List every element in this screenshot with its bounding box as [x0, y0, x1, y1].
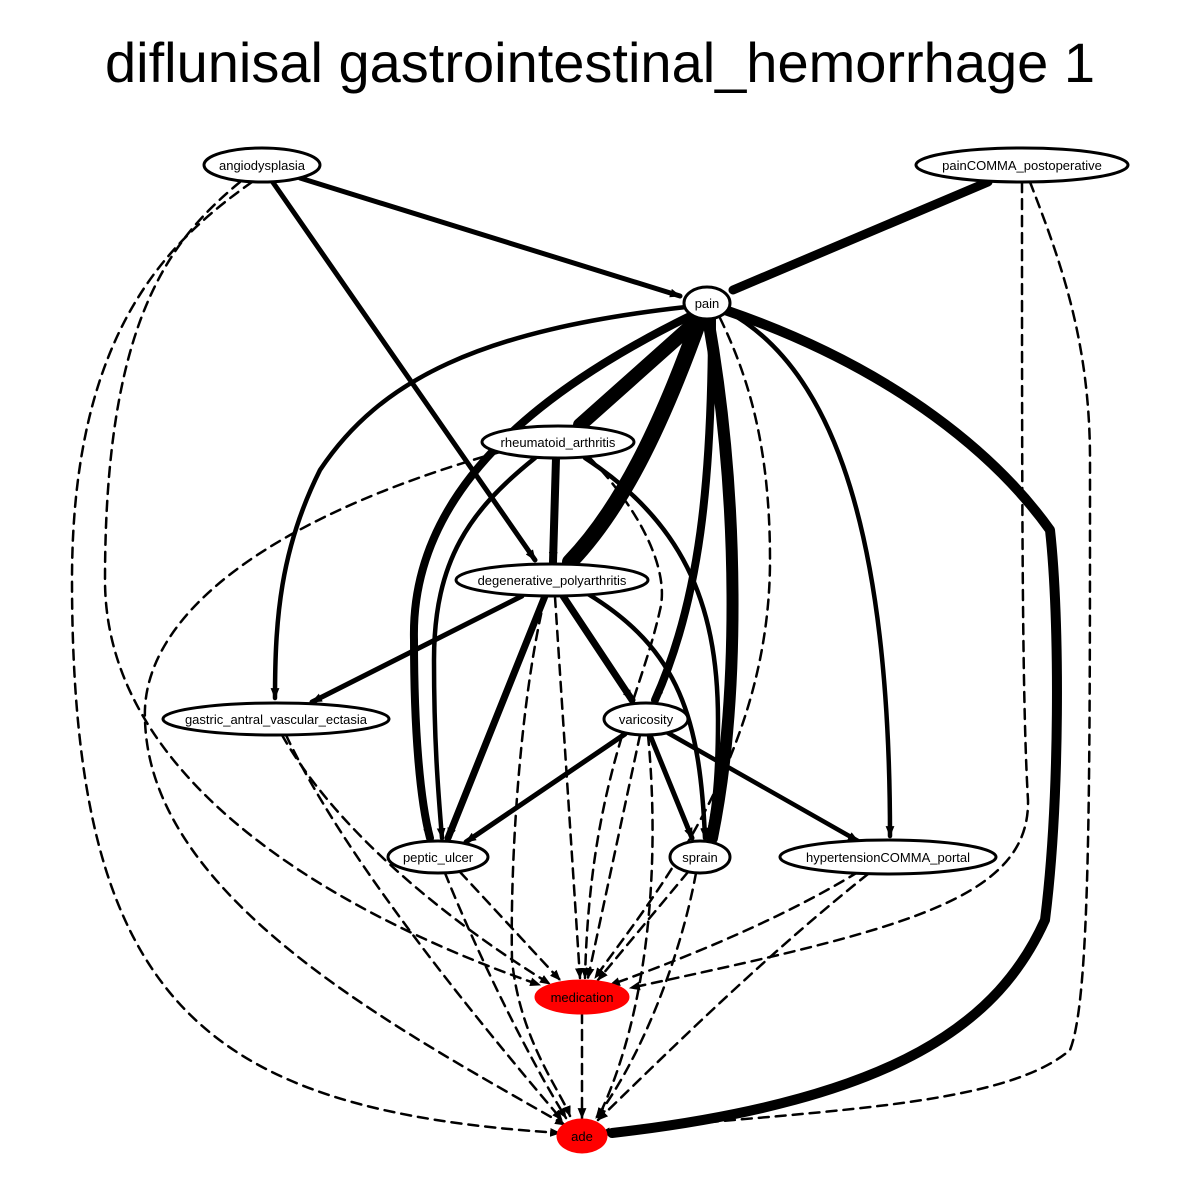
node-shape-hypertensionCOMMA_portal	[778, 838, 998, 876]
node-label-pain: pain	[695, 296, 720, 311]
edge-pain-to-sprain	[702, 312, 739, 844]
edge-rheumatoid_arthritis-to-ade	[143, 450, 567, 1127]
node-label-medication: medication	[551, 990, 614, 1005]
edge-pain-to-degenerative_polyarthritis	[562, 310, 708, 570]
edge-gastric_antral_vascular_ectasia-to-ade	[284, 733, 564, 1122]
node-peptic_ulcer: peptic_ulcer	[386, 839, 490, 875]
edge-sprain-to-ade	[594, 871, 698, 1120]
edge-degenerative_polyarthritis-to-sprain	[585, 591, 709, 841]
edge-angiodysplasia-to-medication	[103, 180, 542, 987]
node-label-varicosity: varicosity	[619, 712, 674, 727]
edge-varicosity-to-ade	[596, 733, 654, 1120]
node-medication: medication	[534, 979, 630, 1015]
edge-degenerative_polyarthritis-to-peptic_ulcer	[444, 592, 549, 842]
node-angiodysplasia: angiodysplasia	[202, 146, 322, 184]
edge-varicosity-to-peptic_ulcer	[463, 731, 628, 845]
node-shape-painCOMMA_postoperative	[914, 146, 1130, 184]
node-rheumatoid_arthritis: rheumatoid_arthritis	[480, 424, 636, 460]
diagram-title: diflunisal gastrointestinal_hemorrhage 1	[105, 31, 1095, 94]
edge-painCOMMA_postoperative-to-ade	[598, 180, 1092, 1137]
node-shape-ade	[556, 1118, 608, 1154]
edge-pain-to-ade	[607, 305, 1062, 1138]
edge-angiodysplasia-to-pain	[297, 175, 683, 299]
edge-rheumatoid_arthritis-to-peptic_ulcer	[431, 455, 538, 841]
edge-varicosity-to-sprain	[647, 732, 695, 841]
edge-degenerative_polyarthritis-to-varicosity	[559, 592, 636, 704]
edge-pain-to-rheumatoid_arthritis	[573, 311, 707, 432]
edge-rheumatoid_arthritis-to-medication	[580, 456, 664, 980]
node-shape-peptic_ulcer	[386, 839, 490, 875]
edge-degenerative_polyarthritis-to-gastric_antral_vascular_ectasia	[309, 593, 525, 705]
node-degenerative_polyarthritis: degenerative_polyarthritis	[454, 562, 650, 598]
edge-angiodysplasia-to-ade	[70, 180, 562, 1137]
edge-pain-to-gastric_antral_vascular_ectasia	[270, 304, 689, 701]
node-varicosity: varicosity	[602, 701, 690, 737]
edge-degenerative_polyarthritis-to-medication	[553, 595, 584, 980]
node-shape-angiodysplasia	[202, 146, 322, 184]
node-hypertensionCOMMA_portal: hypertensionCOMMA_portal	[778, 838, 998, 876]
node-shape-sprain	[668, 839, 732, 875]
node-label-ade: ade	[571, 1129, 593, 1144]
edge-rheumatoid_arthritis-to-sprain	[582, 455, 721, 841]
node-label-sprain: sprain	[682, 850, 717, 865]
node-shape-medication	[534, 979, 630, 1015]
nodes-layer: angiodysplasia painCOMMA_postoperativepai…	[161, 146, 1130, 1154]
edge-peptic_ulcer-to-ade	[443, 871, 568, 1120]
edge-hypertensionCOMMA_portal-to-ade	[596, 872, 870, 1122]
edge-varicosity-to-hypertensionCOMMA_portal	[665, 730, 861, 844]
edge-peptic_ulcer-to-medication	[458, 870, 562, 982]
node-label-hypertensionCOMMA_portal: hypertensionCOMMA_portal	[806, 850, 970, 865]
edge-pain-to-varicosity	[651, 314, 716, 704]
edge-painCOMMA_postoperative-to-medication	[628, 180, 1030, 991]
node-label-peptic_ulcer: peptic_ulcer	[403, 850, 474, 865]
node-shape-degenerative_polyarthritis	[454, 562, 650, 598]
edge-pain-to-hypertensionCOMMA_portal	[722, 307, 895, 839]
node-label-angiodysplasia: angiodysplasia	[219, 158, 306, 173]
node-shape-pain	[682, 285, 732, 321]
edge-pain-to-peptic_ulcer	[409, 312, 694, 842]
node-shape-varicosity	[602, 701, 690, 737]
node-label-degenerative_polyarthritis: degenerative_polyarthritis	[478, 573, 627, 588]
node-shape-gastric_antral_vascular_ectasia	[161, 701, 391, 737]
node-ade: ade	[556, 1118, 608, 1154]
node-sprain: sprain	[668, 839, 732, 875]
edge-varicosity-to-medication	[585, 733, 642, 980]
edge-rheumatoid_arthritis-to-degenerative_polyarthritis	[548, 454, 560, 566]
edge-painCOMMA_postoperative-to-pain	[728, 177, 993, 295]
node-label-rheumatoid_arthritis: rheumatoid_arthritis	[501, 435, 616, 450]
node-label-painCOMMA_postoperative: painCOMMA_postoperative	[942, 158, 1102, 173]
edge-hypertensionCOMMA_portal-to-medication	[608, 870, 860, 987]
edges-layer	[70, 175, 1092, 1138]
node-gastric_antral_vascular_ectasia: gastric_antral_vascular_ectasia	[161, 701, 391, 737]
node-pain: pain	[682, 285, 732, 321]
edge-sprain-to-medication	[596, 870, 690, 982]
edge-pain-to-medication	[593, 316, 772, 980]
node-shape-rheumatoid_arthritis	[480, 424, 636, 460]
node-painCOMMA_postoperative: painCOMMA_postoperative	[914, 146, 1130, 184]
node-label-gastric_antral_vascular_ectasia: gastric_antral_vascular_ectasia	[185, 712, 368, 727]
